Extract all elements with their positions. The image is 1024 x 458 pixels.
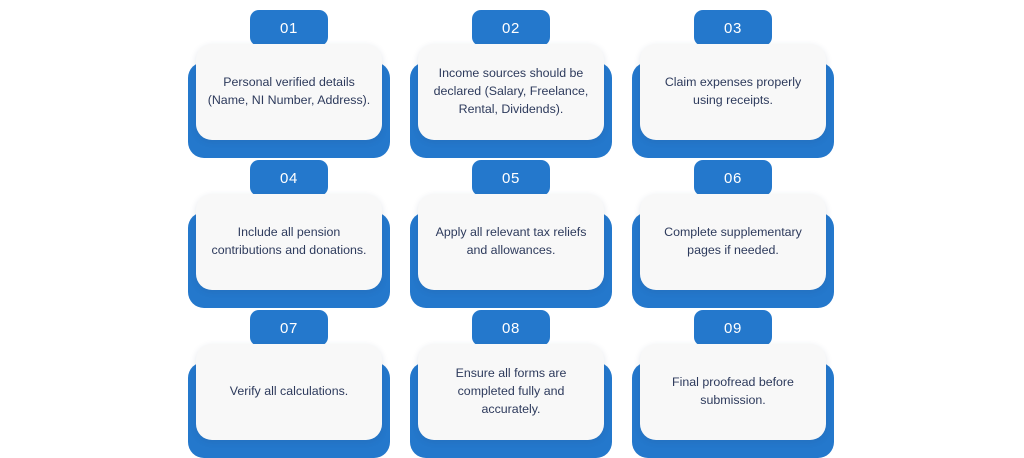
step-number-label-01: 01 [280, 19, 298, 37]
step-number-badge-01: 01 [250, 10, 328, 46]
step-description-08: Ensure all forms are completed fully and… [455, 366, 567, 416]
step-number-badge-02: 02 [472, 10, 550, 46]
step-card-08[interactable]: 08 Ensure all forms are completed fully … [400, 310, 622, 458]
step-number-label-02: 02 [502, 19, 520, 37]
step-number-badge-09: 09 [694, 310, 772, 346]
step-card-surface-01[interactable]: Personal verified details (Name, NI Numb… [196, 44, 382, 140]
step-number-badge-05: 05 [472, 160, 550, 196]
step-number-label-03: 03 [724, 19, 742, 37]
step-description-01: Personal verified details (Name, NI Numb… [207, 75, 371, 107]
step-number-badge-03: 03 [694, 10, 772, 46]
step-card-06[interactable]: 06 Complete supplementary pages if neede… [622, 160, 844, 308]
step-number-label-05: 05 [502, 169, 520, 187]
step-card-surface-02[interactable]: Income sources should be declared (Salar… [418, 44, 604, 140]
step-description-04: Include all pension contributions and do… [211, 225, 367, 257]
step-number-label-09: 09 [724, 319, 742, 337]
step-card-02[interactable]: 02 Income sources should be declared (Sa… [400, 10, 622, 158]
step-number-label-06: 06 [724, 169, 742, 187]
step-number-label-04: 04 [280, 169, 298, 187]
step-number-badge-06: 06 [694, 160, 772, 196]
step-card-surface-07[interactable]: Verify all calculations. [196, 344, 382, 440]
step-card-surface-06[interactable]: Complete supplementary pages if needed. [640, 194, 826, 290]
step-card-09[interactable]: 09 Final proofread before submission. [622, 310, 844, 458]
step-card-07[interactable]: 07 Verify all calculations. [178, 310, 400, 458]
step-number-badge-04: 04 [250, 160, 328, 196]
step-card-05[interactable]: 05 Apply all relevant tax reliefs and al… [400, 160, 622, 308]
step-number-label-08: 08 [502, 319, 520, 337]
step-description-02: Income sources should be declared (Salar… [433, 66, 589, 116]
step-description-07: Verify all calculations. [229, 384, 349, 398]
step-card-03[interactable]: 03 Claim expenses properly using receipt… [622, 10, 844, 158]
step-description-09: Final proofread before submission. [672, 375, 794, 407]
step-number-label-07: 07 [280, 319, 298, 337]
step-description-03: Claim expenses properly using receipts. [664, 75, 802, 107]
step-card-04[interactable]: 04 Include all pension contributions and… [178, 160, 400, 308]
step-number-badge-07: 07 [250, 310, 328, 346]
step-card-surface-03[interactable]: Claim expenses properly using receipts. [640, 44, 826, 140]
step-card-surface-09[interactable]: Final proofread before submission. [640, 344, 826, 440]
step-description-06: Complete supplementary pages if needed. [664, 225, 802, 257]
step-card-surface-08[interactable]: Ensure all forms are completed fully and… [418, 344, 604, 440]
step-card-surface-05[interactable]: Apply all relevant tax reliefs and allow… [418, 194, 604, 290]
step-number-badge-08: 08 [472, 310, 550, 346]
step-card-01[interactable]: 01 Personal verified details (Name, NI N… [178, 10, 400, 158]
step-description-05: Apply all relevant tax reliefs and allow… [435, 225, 587, 257]
step-card-surface-04[interactable]: Include all pension contributions and do… [196, 194, 382, 290]
